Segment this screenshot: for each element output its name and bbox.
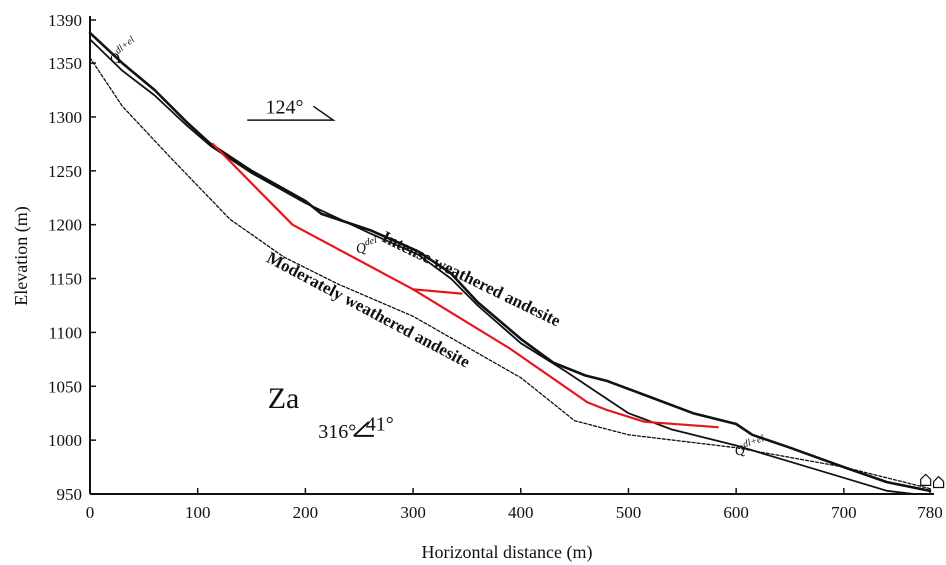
series-layer xyxy=(88,31,932,495)
x-tick-label: 700 xyxy=(831,503,857,522)
series-line-solid-red xyxy=(412,288,463,295)
attitude-angle-symbol xyxy=(353,421,374,437)
dip-direction-symbol xyxy=(247,105,336,121)
x-tick-label: 200 xyxy=(293,503,319,522)
series-line-dashed-black xyxy=(89,57,931,490)
x-tick-label: 0 xyxy=(86,503,95,522)
x-tick-label: 400 xyxy=(508,503,534,522)
x-tick-label: 780 xyxy=(917,503,943,522)
y-tick-label: 1100 xyxy=(49,323,82,342)
geologic-unit-label: Qdel xyxy=(354,235,380,258)
axes: 0 100 200 300 400 500 600 700 780 950 1000 1050 1100… xyxy=(48,11,943,522)
y-tick-label: 1000 xyxy=(48,431,82,450)
symbols-layer xyxy=(247,105,945,489)
y-axis-title: Elevation (m) xyxy=(11,206,32,305)
annotation: Qdl+el xyxy=(732,433,768,460)
x-tick-label: 300 xyxy=(400,503,426,522)
annotation-text: 316° xyxy=(318,421,356,443)
x-tick-label: 100 xyxy=(185,503,211,522)
y-tick-label: 1200 xyxy=(48,216,82,235)
series-line-solid-black xyxy=(89,38,915,495)
house-icon xyxy=(920,473,932,486)
series-line-solid-black-thick xyxy=(88,31,932,493)
y-tick-label: 1390 xyxy=(48,11,82,30)
x-tick-label: 500 xyxy=(616,503,642,522)
annotation-text: 41° xyxy=(366,413,394,435)
y-tick-label: 1050 xyxy=(48,377,82,396)
annotation-text: 124° xyxy=(266,97,304,119)
annotation: Qdel xyxy=(354,235,380,258)
annotation: 124° xyxy=(266,97,304,119)
x-tick-label: 600 xyxy=(723,503,749,522)
y-tick-label: 1300 xyxy=(48,108,82,127)
y-tick-label: 1250 xyxy=(48,162,82,181)
annotation-text: Za xyxy=(268,382,300,415)
annotation: Za xyxy=(268,382,300,415)
annotation: 316° xyxy=(318,421,356,443)
series-line-solid-red xyxy=(211,142,719,429)
geologic-unit-label: Qdl+el xyxy=(732,433,768,460)
y-tick-label: 1150 xyxy=(49,270,82,289)
x-axis-title: Horizontal distance (m) xyxy=(422,542,593,563)
annotation: 41° xyxy=(366,413,394,435)
annotation-text: Intense weathered andesite xyxy=(379,227,564,330)
house-icon xyxy=(933,475,945,489)
y-tick-label: 1350 xyxy=(48,54,82,73)
y-tick-label: 950 xyxy=(57,485,83,504)
annotation: Intense weathered andesite xyxy=(379,227,564,330)
